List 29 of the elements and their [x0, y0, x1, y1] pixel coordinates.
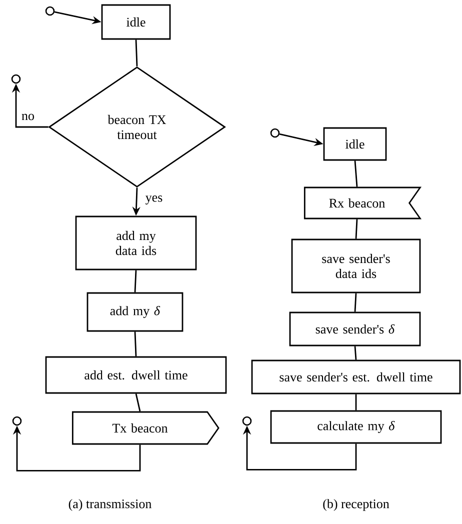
send-signal-box: Tx beacon — [72, 411, 220, 445]
process-box: add my data ids — [75, 216, 197, 270]
process-box: calculate my δ — [270, 410, 442, 444]
connector-line — [354, 293, 357, 312]
connector-circle — [242, 416, 252, 426]
process-box: save sender's est. dwell time — [251, 360, 461, 394]
edge-label: no — [20, 112, 36, 122]
connector-circle — [45, 6, 55, 16]
process-box: idle — [323, 127, 387, 161]
edge-label: yes — [144, 194, 164, 206]
process-box: save sender's data ids — [291, 238, 421, 294]
connector-circle — [11, 74, 21, 84]
caption: (a) transmission — [68, 499, 152, 511]
connector-circle — [12, 416, 22, 426]
connector-circle — [270, 128, 280, 138]
connector-line — [134, 332, 137, 356]
connector-line — [135, 40, 138, 66]
caption: (b) reception — [323, 499, 390, 511]
process-box: save sender's δ — [289, 312, 421, 346]
connector-line — [134, 270, 137, 292]
connector-line — [354, 160, 358, 187]
process-box: add my δ — [86, 292, 184, 332]
receive-signal-box: Rx beacon — [304, 186, 422, 220]
connector-line — [354, 346, 357, 360]
connector-line — [355, 394, 357, 410]
connector-line — [135, 394, 141, 412]
process-box: idle — [101, 4, 171, 40]
connector-line — [355, 219, 358, 239]
process-box: add est. dwell time — [45, 356, 227, 394]
